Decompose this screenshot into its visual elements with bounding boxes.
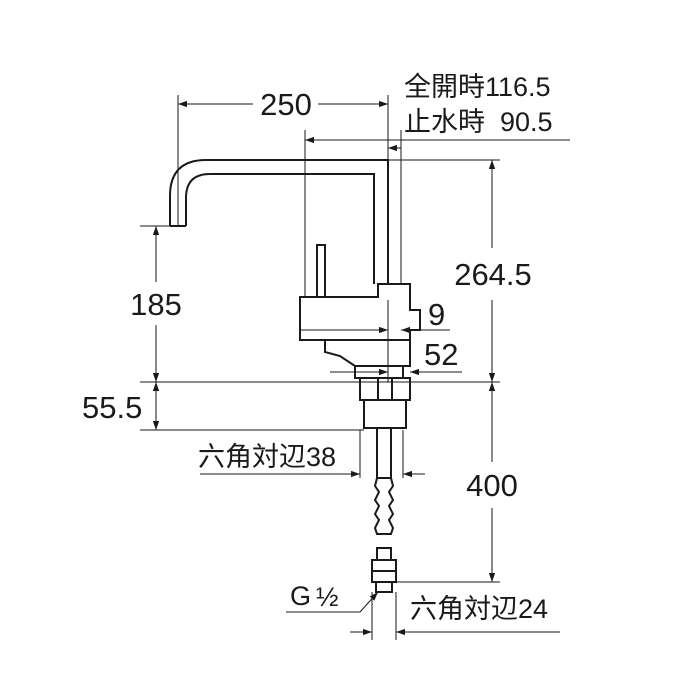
label-264-5: 264.5: [454, 257, 532, 292]
label-thread-g: G: [290, 581, 311, 611]
threaded-shank: [363, 399, 407, 429]
mount-hex-nut: [359, 377, 411, 401]
supply-hose: [376, 427, 392, 479]
lower-fitting: [376, 547, 392, 561]
lever-handle: [316, 244, 326, 301]
label-thread-half: ½: [316, 582, 339, 612]
label-full-open: 全開時116.5: [404, 72, 551, 102]
dimension-lines: [152, 100, 570, 636]
label-water-stop: 止水時 90.5: [404, 107, 553, 137]
faucet-outline: [169, 159, 421, 593]
spout: [169, 159, 389, 284]
label-hex-38: 六角対辺38: [198, 442, 336, 472]
label-250: 250: [260, 87, 312, 122]
label-185: 185: [130, 287, 182, 322]
hose-ribs: [373, 477, 395, 535]
dimension-labels: 250 全開時116.5 止水時 90.5 264.5 185 9 52 55.…: [82, 72, 553, 624]
label-hex-24: 六角対辺24: [410, 594, 548, 624]
label-52: 52: [424, 337, 458, 372]
label-400: 400: [466, 468, 518, 503]
label-9: 9: [428, 297, 445, 332]
label-55-5: 55.5: [82, 390, 142, 425]
